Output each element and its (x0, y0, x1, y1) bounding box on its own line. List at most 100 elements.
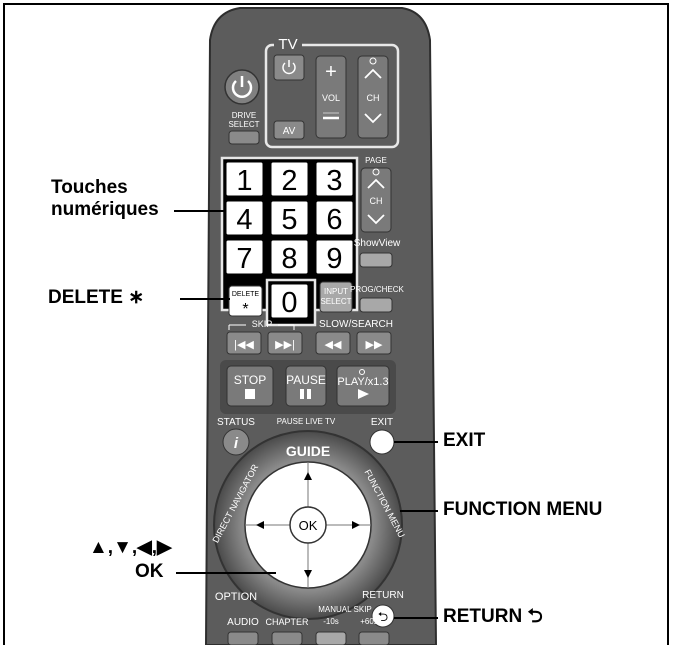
tv-section-box (264, 43, 400, 149)
pause-button[interactable]: PAUSE (285, 365, 327, 407)
digit-label: 4 (236, 204, 252, 236)
callout-exit: EXIT (443, 430, 486, 451)
showview-button[interactable] (359, 252, 393, 268)
status-button[interactable]: i (222, 428, 250, 456)
tv-ch-label: CH (367, 93, 380, 103)
left-arrow-icon (256, 521, 264, 529)
svg-text:CH: CH (370, 196, 383, 206)
digit-label: 1 (236, 165, 252, 197)
page-ch-rocker[interactable]: CH (360, 167, 392, 233)
digit-key-7[interactable]: 7 (225, 239, 264, 275)
digit-label: 5 (281, 204, 297, 236)
vol-label: VOL (322, 93, 340, 103)
skip-back-icon: |◀◀ (234, 339, 254, 351)
svg-text:PLAY/x1.3: PLAY/x1.3 (337, 376, 388, 388)
digit-key-0[interactable]: 0 (270, 283, 309, 319)
skip-back-button[interactable]: |◀◀ (226, 331, 262, 355)
down-arrow-icon (304, 570, 312, 578)
ok-key-label: OK (299, 518, 318, 533)
stop-icon (245, 389, 255, 399)
rewind-button[interactable]: ◀◀ (315, 331, 351, 355)
ok-button[interactable] (289, 506, 327, 544)
digit-key-6[interactable]: 6 (315, 200, 354, 236)
fast-forward-icon: ▶▶ (366, 339, 383, 351)
stop-button[interactable]: STOP (226, 365, 274, 407)
chevron-up-icon (364, 68, 382, 79)
skip-minus10-button[interactable] (315, 631, 347, 645)
chevron-up-icon (367, 178, 385, 189)
drive-select-button[interactable] (228, 130, 260, 145)
chapter-label: CHAPTER (265, 617, 309, 627)
input-select-button[interactable]: INPUT SELECT (319, 281, 353, 313)
chevron-down-icon (367, 214, 385, 225)
return-key-label: RETURN (362, 590, 404, 601)
status-label: STATUS (217, 417, 255, 428)
digit-key-1[interactable]: 1 (225, 161, 264, 197)
right-arrow-icon (352, 521, 360, 529)
leader-line-numeric-keys (174, 210, 224, 212)
skip-label: SKIP (252, 319, 273, 329)
pause-live-tv-label: PAUSE LIVE TV (277, 417, 336, 426)
drive-select-label-2: SELECT (228, 120, 259, 129)
manual-skip-label: MANUAL SKIP (318, 605, 372, 614)
prog-check-button[interactable] (359, 297, 393, 313)
digit-key-2[interactable]: 2 (270, 161, 309, 197)
power-button[interactable] (224, 69, 260, 105)
skip-forward-button[interactable]: ▶▶| (267, 331, 303, 355)
minus10-label: -10s (323, 617, 339, 626)
callout-ok: OK (135, 561, 164, 582)
vol-rocker[interactable]: + VOL (315, 55, 347, 139)
fast-forward-button[interactable]: ▶▶ (356, 331, 392, 355)
return-button[interactable]: ⮌ (371, 604, 395, 628)
leader-line-function-menu (400, 510, 438, 512)
power-icon (231, 76, 253, 98)
tv-label: TV (278, 36, 297, 53)
digit-label: 8 (281, 243, 297, 275)
digit-label: 3 (326, 165, 342, 197)
av-button[interactable]: AV (273, 120, 305, 140)
plus60-label: +60s (360, 617, 378, 626)
guide-label: GUIDE (286, 443, 330, 459)
pause-icon (300, 389, 311, 399)
play-button[interactable]: PLAY/x1.3 (336, 365, 390, 407)
audio-label: AUDIO (227, 617, 259, 628)
audio-button[interactable] (227, 631, 259, 645)
callout-numeric-keys-1: Touches (51, 177, 128, 198)
chevron-down-icon (364, 113, 382, 124)
digit-label: 7 (236, 243, 252, 275)
leader-line-return (394, 617, 438, 619)
leader-line-ok (176, 572, 276, 574)
rewind-icon: ◀◀ (325, 339, 342, 351)
digit-key-4[interactable]: 4 (225, 200, 264, 236)
tv-ch-rocker[interactable]: CH (357, 55, 389, 139)
slow-search-label: SLOW/SEARCH (319, 319, 393, 330)
digit-key-8[interactable]: 8 (270, 239, 309, 275)
leader-line-delete (180, 298, 230, 300)
leader-line-exit (394, 441, 438, 443)
digit-key-3[interactable]: 3 (315, 161, 354, 197)
delete-key[interactable]: DELETE * (228, 285, 263, 318)
option-label: OPTION (215, 591, 257, 603)
svg-text:STOP: STOP (234, 373, 266, 387)
tv-power-button[interactable] (273, 54, 305, 81)
callout-return: RETURN ⮌ (443, 606, 543, 627)
exit-key-label: EXIT (371, 417, 393, 428)
digit-key-9[interactable]: 9 (315, 239, 354, 275)
showview-label: ShowView (354, 238, 401, 249)
callout-arrows: ▲,▼,◀,▶ (89, 537, 172, 558)
exit-button[interactable] (369, 429, 395, 455)
drive-select-label-1: DRIVE (232, 111, 256, 120)
svg-text:AV: AV (283, 126, 296, 137)
tv-power-icon (282, 60, 296, 75)
figure-frame (3, 3, 669, 645)
play-icon (358, 389, 369, 399)
chapter-button[interactable] (271, 631, 303, 645)
digit-key-5[interactable]: 5 (270, 200, 309, 236)
skip-plus60-button[interactable] (358, 631, 390, 645)
skip-forward-icon: ▶▶| (275, 339, 295, 351)
digit-label: 6 (326, 204, 342, 236)
prog-check-label: PROG/CHECK (350, 285, 404, 294)
svg-text:DELETE: DELETE (232, 291, 260, 298)
